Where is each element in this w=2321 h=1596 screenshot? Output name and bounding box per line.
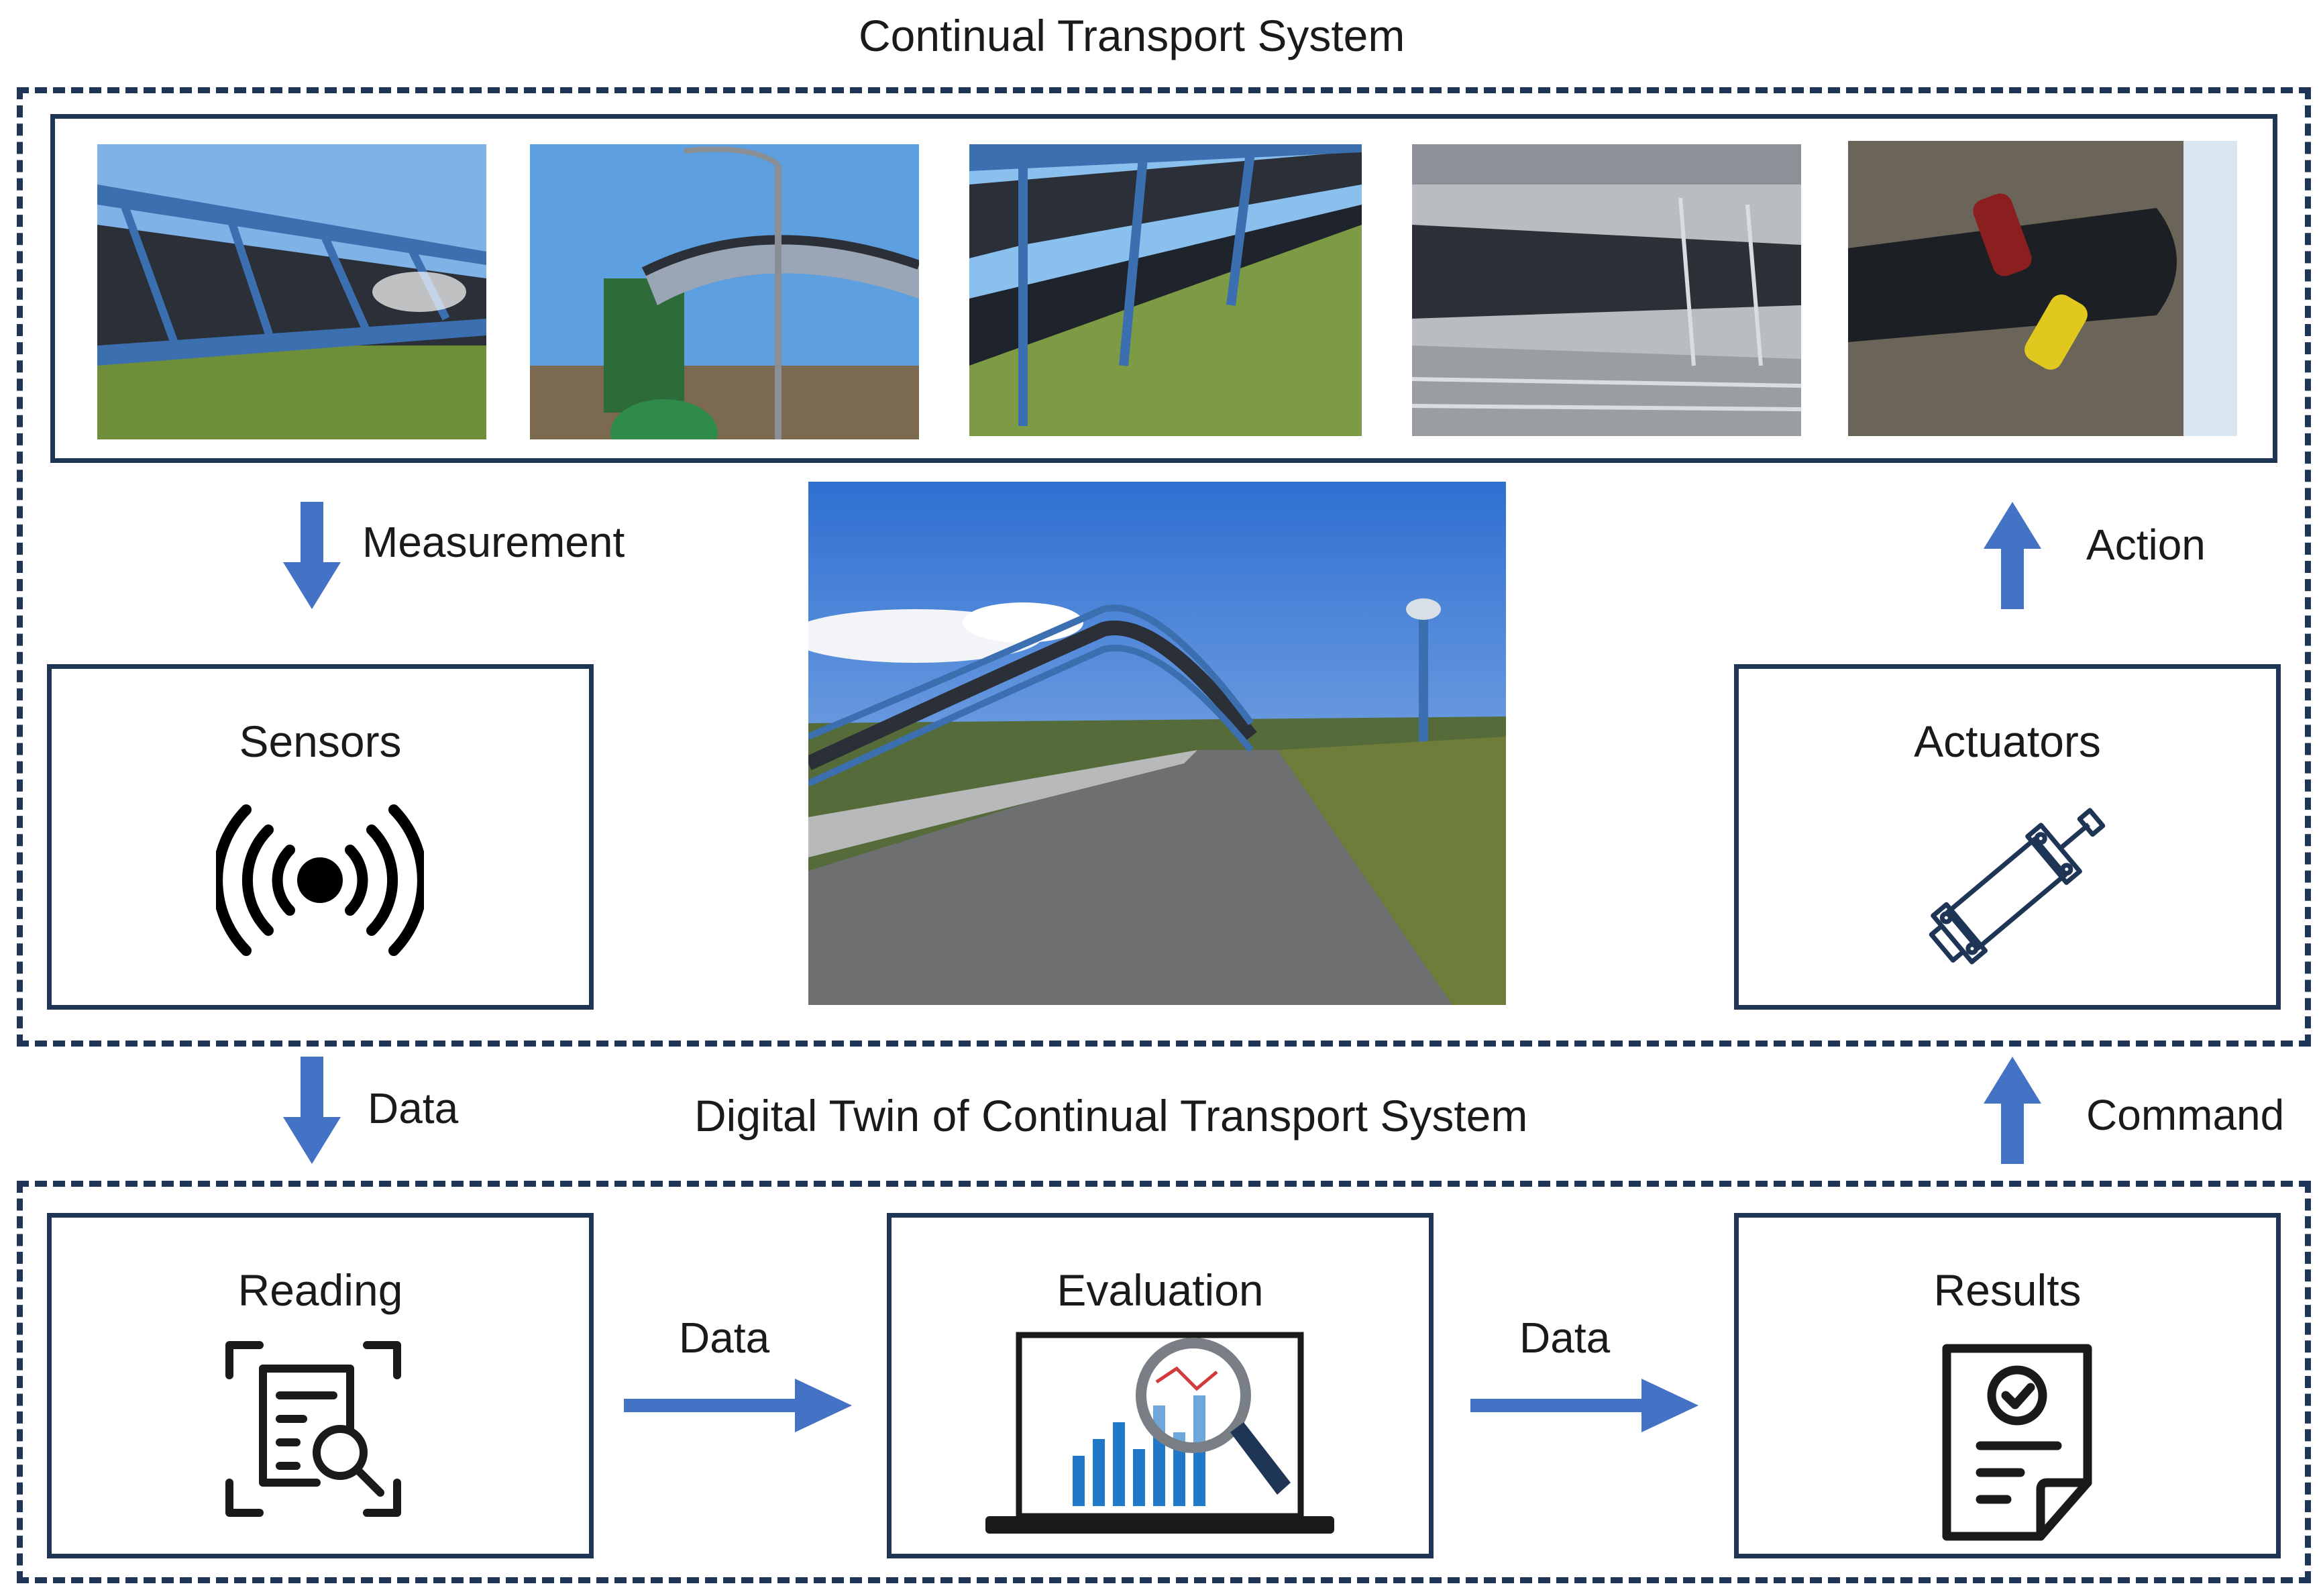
- data-label-reading-evaluation: Data: [679, 1314, 770, 1362]
- sensors-box: Sensors: [47, 664, 594, 1010]
- command-label: Command: [2086, 1091, 2285, 1139]
- reading-box: Reading: [47, 1213, 594, 1558]
- data-arrow-evaluation-results: [1470, 1379, 1698, 1432]
- sensors-title: Sensors: [239, 716, 402, 766]
- evaluation-box: Evaluation: [887, 1213, 1434, 1558]
- conveyor-photo-5: [1848, 141, 2237, 436]
- document-scan-icon: [223, 1338, 404, 1523]
- conveyor-photo-1: [97, 144, 486, 439]
- digital-twin-frame: [17, 1181, 2311, 1583]
- wireless-signal-icon: [212, 800, 428, 964]
- physical-system-frame: [17, 87, 2311, 1047]
- action-label: Action: [2086, 521, 2206, 569]
- actuators-title: Actuators: [1914, 716, 2101, 766]
- measurement-arrow: [282, 502, 342, 609]
- physical-system-title: Continual Transport System: [859, 11, 1405, 60]
- conveyor-photo-2: [530, 144, 919, 439]
- measurement-label: Measurement: [362, 518, 625, 566]
- results-title: Results: [1933, 1265, 2082, 1315]
- actuators-box: Actuators: [1734, 664, 2281, 1010]
- conveyor-photo-3: [969, 144, 1362, 436]
- command-arrow: [1982, 1057, 2043, 1164]
- conveyor-overview-photo: [808, 482, 1506, 1005]
- digital-twin-title: Digital Twin of Continual Transport Syst…: [694, 1091, 1528, 1140]
- laptop-analytics-icon: [972, 1322, 1348, 1546]
- data-down-arrow: [282, 1057, 342, 1164]
- data-down-label: Data: [368, 1084, 459, 1132]
- action-arrow: [1982, 502, 2043, 609]
- results-box: Results: [1734, 1213, 2281, 1558]
- approved-document-icon: [1933, 1335, 2108, 1553]
- reading-title: Reading: [237, 1265, 403, 1315]
- pneumatic-cylinder-icon: [1917, 786, 2118, 977]
- evaluation-title: Evaluation: [1057, 1265, 1264, 1315]
- conveyor-photo-4: [1412, 144, 1801, 436]
- data-label-evaluation-results: Data: [1519, 1314, 1611, 1362]
- data-arrow-reading-evaluation: [624, 1379, 852, 1432]
